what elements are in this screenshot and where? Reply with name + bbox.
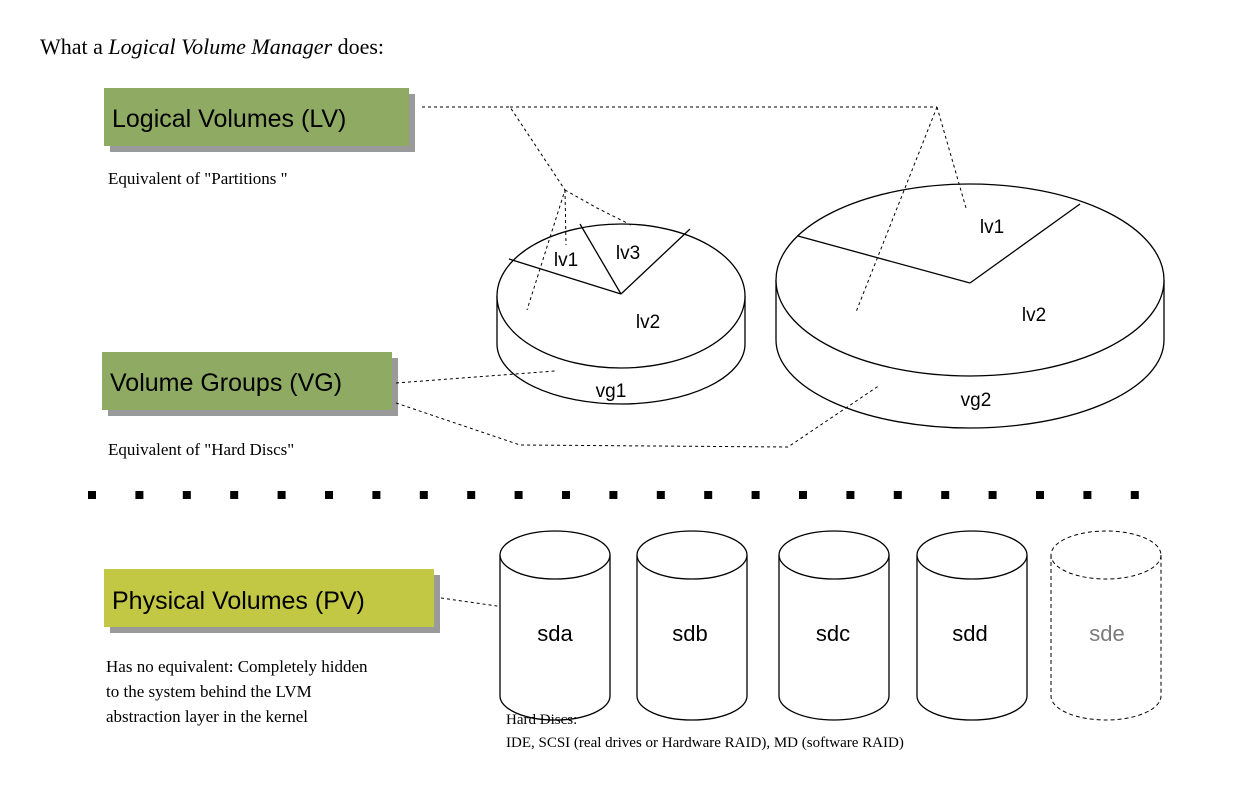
vg-layer: Volume Groups (VG) Equivalent of "Hard D… — [102, 352, 398, 459]
disk-sde-body — [1050, 555, 1162, 721]
lv-description: Equivalent of "Partitions " — [108, 169, 288, 188]
separator-dot — [230, 491, 239, 499]
pv-layer: Physical Volumes (PV) Has no equivalent:… — [104, 569, 440, 726]
separator-dot — [609, 491, 618, 499]
separator-dot — [751, 491, 760, 499]
disk-sdc-label: sdc — [816, 621, 850, 646]
separator-dot — [419, 491, 428, 499]
separator-dot — [514, 491, 523, 499]
separator-dot — [893, 491, 902, 499]
separator-dot — [656, 491, 665, 499]
vg2-name-label: vg2 — [961, 390, 992, 411]
disk-sdb-body — [636, 555, 748, 721]
vg1-lv1-label: lv1 — [554, 250, 578, 271]
separator-dot — [1036, 491, 1044, 499]
pv-to-sda-line — [440, 597, 526, 611]
vg1-lv3-label: lv3 — [616, 243, 640, 264]
pv-box — [104, 569, 434, 627]
vg-to-vg2-line — [395, 384, 881, 448]
disks-caption-line-1: Hard Discs: — [506, 712, 577, 728]
vg-box — [102, 352, 392, 410]
separator-dot — [372, 491, 381, 499]
disk-sde-label: sde — [1089, 621, 1124, 646]
disk-sdd: sdd — [916, 530, 1028, 721]
disk-sdc-top — [778, 530, 890, 580]
separator-dot — [277, 491, 286, 499]
volume-group-vg2: lv1 lv2 vg2 — [775, 183, 1165, 429]
vg1-name-label: vg1 — [596, 381, 627, 402]
lv-layer: Logical Volumes (LV) Equivalent of "Part… — [104, 88, 415, 188]
pv-label: Physical Volumes (PV) — [112, 587, 365, 615]
disks-caption-line-2: IDE, SCSI (real drives or Hardware RAID)… — [506, 735, 904, 751]
vg1-slice-divider-1 — [508, 258, 622, 295]
lv-to-vg2-lv2-line — [855, 106, 938, 313]
layer-separator — [88, 491, 1139, 499]
page-title: What a Logical Volume Manager does: — [40, 34, 384, 59]
disk-sda-top — [499, 530, 611, 580]
vg1-slice-divider-3 — [620, 228, 691, 295]
pv-description-line-3: abstraction layer in the kernel — [106, 707, 308, 726]
vg2-lv2-label: lv2 — [1022, 305, 1046, 326]
separator-dot — [88, 491, 96, 499]
disk-sdb-top — [636, 530, 748, 580]
disk-sdc: sdc — [778, 530, 890, 721]
lv-box — [104, 88, 409, 146]
vg-to-vg1-line — [395, 370, 556, 384]
vg1-slice-divider-2 — [579, 223, 622, 295]
lv-to-vg1-lv3-line — [564, 189, 632, 226]
separator-dot — [135, 491, 144, 499]
disk-sdd-label: sdd — [952, 621, 987, 646]
disk-sde-top — [1050, 530, 1162, 580]
separator-dot — [846, 491, 855, 499]
vg2-lv1-label: lv1 — [980, 217, 1004, 238]
vg1-top — [496, 223, 746, 369]
pv-description-line-2: to the system behind the LVM — [106, 682, 312, 701]
vg2-slice-divider-1 — [797, 235, 971, 284]
separator-dot — [467, 491, 476, 499]
separator-dot — [704, 491, 713, 499]
lv-to-vg1-lv1-line — [422, 106, 566, 311]
vg-description: Equivalent of "Hard Discs" — [108, 440, 294, 459]
separator-dot — [325, 491, 333, 499]
vg2-top — [775, 183, 1165, 377]
vg2-slice-divider-2 — [969, 203, 1081, 284]
vg-label: Volume Groups (VG) — [110, 369, 342, 397]
disk-sdb: sdb — [636, 530, 748, 721]
disk-sda-label: sda — [537, 621, 573, 646]
separator-dot — [988, 491, 997, 499]
separator-dot — [799, 491, 807, 499]
disk-sdd-top — [916, 530, 1028, 580]
separator-dot — [1083, 491, 1092, 499]
lv-label: Logical Volumes (LV) — [112, 105, 346, 133]
separator-dot — [1130, 491, 1139, 499]
vg1-lv2-label: lv2 — [636, 312, 660, 333]
disk-sdd-body — [916, 555, 1028, 721]
connector-lines — [395, 106, 967, 611]
disk-sdb-label: sdb — [672, 621, 707, 646]
disk-sda: sda — [499, 530, 611, 721]
separator-dot — [182, 491, 191, 499]
disk-sde: sde — [1050, 530, 1162, 721]
pv-description-line-1: Has no equivalent: Completely hidden — [106, 657, 368, 676]
volume-group-vg1: lv1 lv3 lv2 vg1 — [496, 223, 746, 405]
separator-dot — [941, 491, 950, 499]
separator-dot — [562, 491, 570, 499]
disk-sdc-body — [778, 555, 890, 721]
disk-sda-body — [499, 555, 611, 721]
physical-disks: sda sdb sdc sdd sde — [499, 530, 1162, 721]
